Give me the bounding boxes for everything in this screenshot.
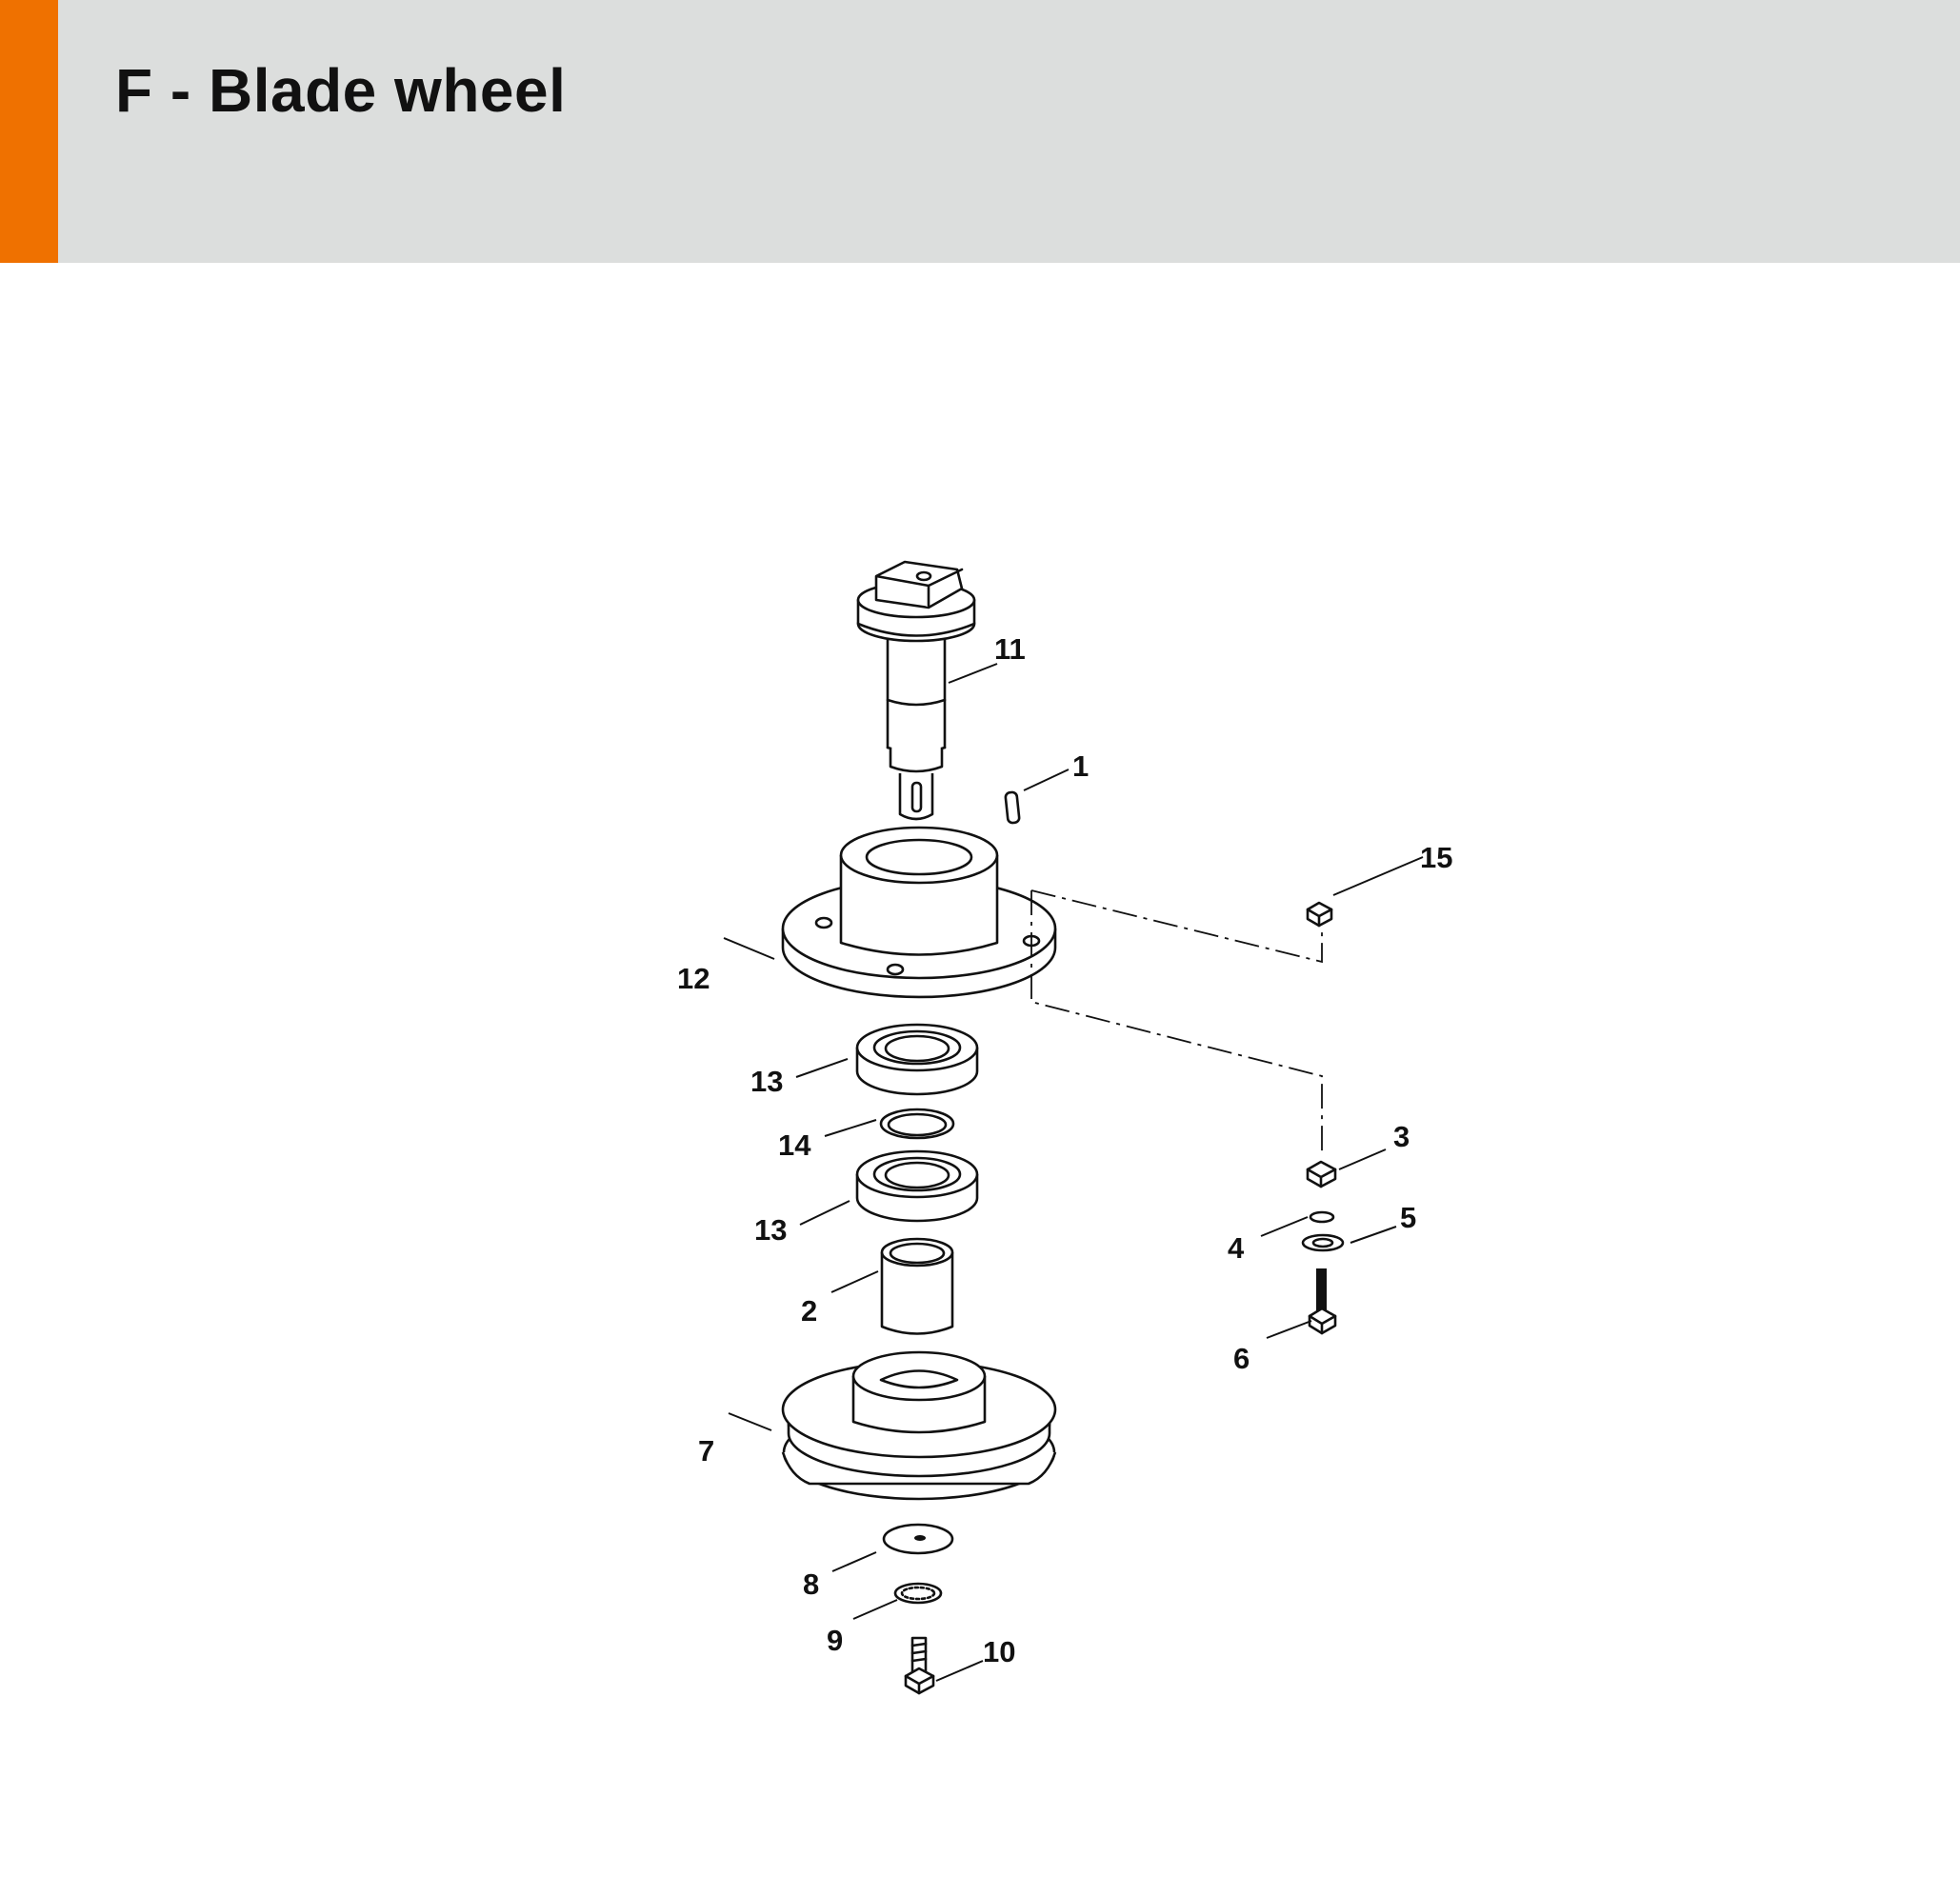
accent-bar [0,0,58,263]
part-10-bolt [904,1636,935,1695]
part-15-nut [1306,901,1333,928]
part-8-washer [882,1523,954,1555]
part-13-bearing-lower [855,1149,979,1223]
callout-11: 11 [994,632,1026,666]
callout-2: 2 [801,1294,817,1328]
assembly-lines [1030,889,1323,1157]
callout-9: 9 [827,1624,843,1657]
part-9-lock-washer [893,1582,943,1605]
page-title: F - Blade wheel [115,56,567,125]
callout-4: 4 [1228,1231,1245,1265]
part-6-bolt [1308,1268,1337,1335]
callout-13-upper: 13 [750,1065,783,1098]
part-13-bearing-upper [855,1023,979,1096]
callout-5: 5 [1400,1201,1416,1234]
part-14-ring [879,1108,955,1140]
callout-6: 6 [1233,1342,1250,1375]
page-header: F - Blade wheel [0,0,1960,263]
part-11-blade-shaft [856,560,976,821]
callout-8: 8 [803,1568,819,1601]
callouts: 11 1 15 12 13 14 13 2 7 8 9 10 3 4 5 6 [677,632,1452,1668]
callout-15: 15 [1420,841,1452,874]
part-5-washer [1301,1233,1345,1252]
leader-lines [723,663,1424,1682]
callout-3: 3 [1393,1120,1410,1153]
part-4-lock-washer [1309,1210,1335,1224]
callout-1: 1 [1072,749,1089,783]
callout-12: 12 [677,962,710,995]
part-2-spacer-sleeve [880,1237,954,1335]
part-7-pulley [781,1350,1057,1501]
part-3-nut [1306,1160,1337,1188]
part-1-key [1004,790,1021,825]
callout-7: 7 [698,1434,714,1468]
callout-10: 10 [983,1635,1015,1668]
callout-13-lower: 13 [754,1213,787,1247]
part-12-bearing-housing [781,826,1057,999]
callout-14: 14 [778,1128,811,1162]
